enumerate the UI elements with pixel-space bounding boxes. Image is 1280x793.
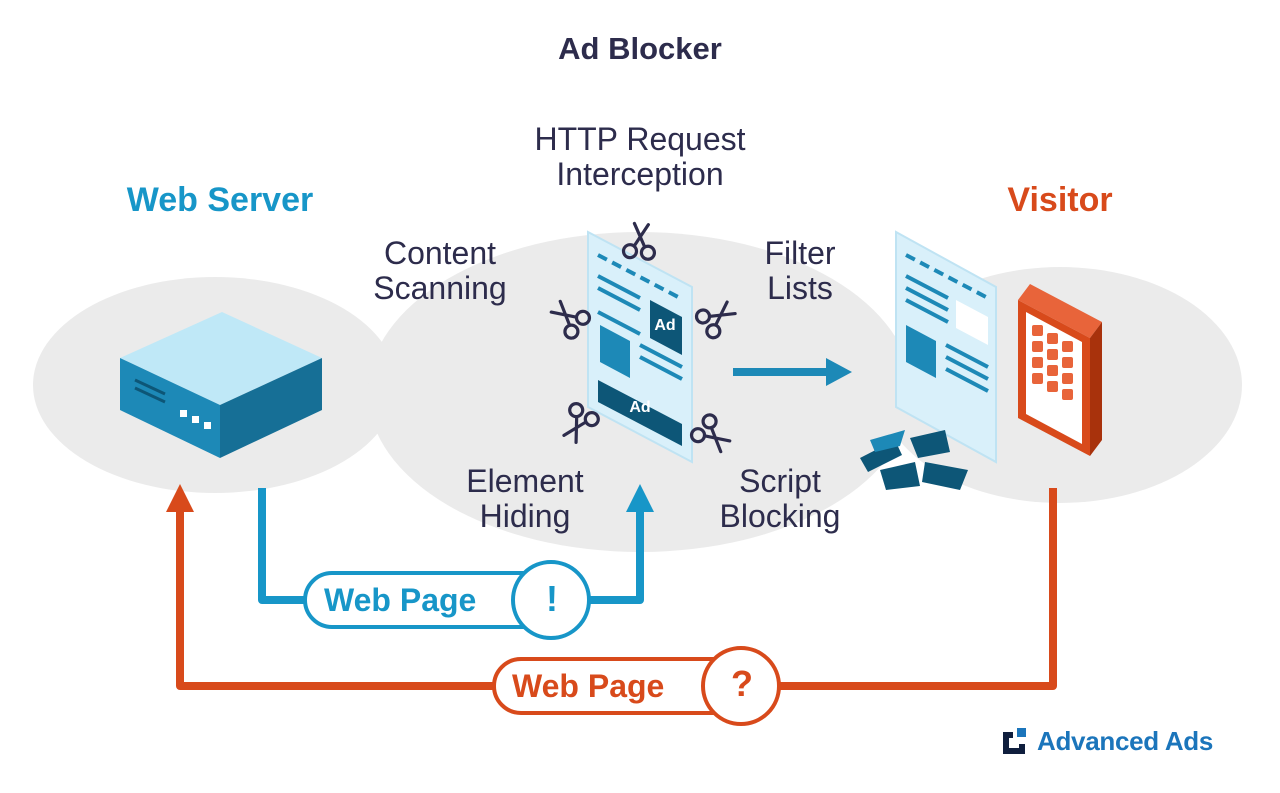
exclamation-icon: !: [546, 578, 558, 619]
diagram-title: Ad Blocker: [558, 31, 722, 66]
server-icon: [120, 312, 322, 458]
filter-line-2: Lists: [767, 270, 833, 307]
content-scanning-label: Content Scanning: [345, 235, 535, 307]
http-line-1: HTTP Request: [534, 121, 746, 157]
content-line-2: Scanning: [373, 270, 507, 307]
script-line-2: Blocking: [719, 498, 841, 535]
outgoing-web-page-label: Web Page: [324, 582, 477, 618]
element-hiding-label: Element Hiding: [430, 463, 620, 535]
brand-logo-spacer: [1003, 728, 1029, 754]
document-icon: [587, 230, 693, 464]
script-line-1: Script: [739, 463, 821, 499]
question-icon: ?: [731, 663, 753, 704]
ad-label-2: Ad: [629, 399, 650, 416]
element-line-2: Hiding: [479, 498, 571, 535]
brand-logo-icon: [1003, 728, 1026, 754]
script-blocking-label: Script Blocking: [695, 463, 865, 535]
returning-web-page-label: Web Page: [512, 668, 665, 704]
outgoing-flow: [258, 484, 654, 640]
content-line-1: Content: [383, 235, 497, 271]
element-line-1: Element: [466, 463, 584, 499]
visitor-title: Visitor: [1007, 181, 1113, 219]
arrow-right-icon: [733, 358, 852, 386]
tablet-icon: [1018, 284, 1102, 456]
filter-line-1: Filter: [764, 235, 836, 271]
ad-label-1: Ad: [654, 317, 675, 334]
returning-flow: [166, 484, 1057, 726]
web-server-title: Web Server: [126, 181, 314, 219]
brand: Advanced Ads: [1003, 726, 1213, 756]
brand-name: Advanced Ads: [1037, 725, 1214, 756]
filter-lists-label: Filter Lists: [720, 235, 880, 307]
http-line-2: Interception: [556, 156, 724, 193]
document-icon: [895, 230, 997, 464]
torn-ad-icon: [860, 430, 968, 490]
http-request-interception-label: HTTP Request Interception: [470, 121, 810, 193]
